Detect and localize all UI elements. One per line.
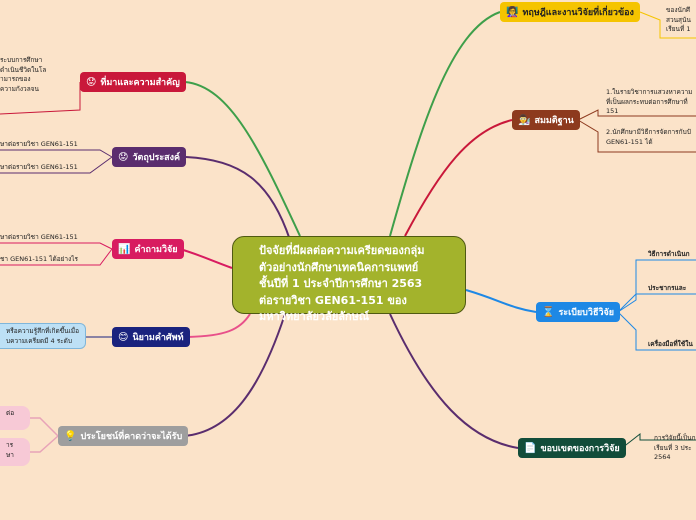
line-to-background — [184, 81, 301, 237]
branch-background-label: ที่มาและความสำคัญ — [100, 78, 180, 88]
definitions-note-1: หรือความรู้สึกที่เกิดขึ้นเมื่อ — [6, 327, 79, 335]
worried-face-icon: 😟 — [118, 151, 129, 163]
hourglass-icon: ⌛ — [542, 306, 555, 318]
methodology-note-2: ประชากรและ — [648, 284, 687, 292]
background-note-1: ระบบการศึกษา — [0, 56, 43, 64]
branch-hypothesis-label: สมมติฐาน — [534, 116, 574, 126]
methodology-note-1: วิธีการดำเนินก — [648, 250, 690, 258]
scope-notes: การวิจัยนี้เป็นก เรียนที่ 3 ประ 2564 — [654, 434, 696, 463]
branch-background[interactable]: 😟 ที่มาและความสำคัญ — [80, 72, 186, 92]
benefits-note-box-1: ต่อ — [0, 406, 30, 430]
central-topic-line-2: ตัวอย่างนักศึกษาเทคนิคการแพทย์ — [259, 260, 419, 274]
line-to-objectives — [185, 156, 291, 241]
line-scope-leaf — [621, 432, 696, 449]
branch-objectives[interactable]: 😟 วัตถุประสงค์ — [112, 147, 187, 167]
questions-note-2: ชา GEN61-151 ได้อย่างไร — [0, 255, 79, 263]
objectives-note-1: ษาต่อรายวิชา GEN61-151 — [0, 140, 78, 148]
line-benefits-leaf-1 — [30, 417, 59, 437]
branch-benefits[interactable]: 💡 ประโยชน์ที่คาดว่าจะได้รับ — [58, 426, 189, 446]
line-questions-leaf-1 — [0, 242, 113, 250]
branch-methodology[interactable]: ⌛ ระเบียบวิธีวิจัย — [536, 302, 621, 322]
definitions-note-2: บความเครียดมี 4 ระดับ — [6, 337, 73, 345]
benefits-note-box-2: าร ษา — [0, 438, 30, 466]
question-chart-icon: 📊 — [118, 243, 131, 255]
line-methodology-leaf-1 — [617, 259, 696, 313]
teacher-icon: 👩‍🏫 — [506, 6, 519, 18]
theory-note-1: ของนักศึ — [666, 6, 691, 14]
line-theory-leaf — [639, 11, 696, 39]
line-to-benefits — [183, 313, 286, 437]
methodology-note-3: เครื่องมือที่ใช้ใน — [648, 340, 693, 348]
background-note-3: ามารถของ — [0, 75, 31, 83]
branch-benefits-label: ประโยชน์ที่คาดว่าจะได้รับ — [80, 432, 183, 442]
line-hypothesis-leaf-2 — [577, 119, 696, 153]
hypothesis-notes-2: 2.นักศึกษามีวิธีการจัดการกับปั GEN61-151… — [606, 128, 691, 147]
background-note-4: ความกังวลจน — [0, 84, 39, 93]
central-topic-line-4: ต่อรายวิชา GEN61-151 ของ — [259, 293, 407, 307]
branch-methodology-label: ระเบียบวิธีวิจัย — [558, 308, 615, 318]
central-topic-line-1: ปัจจัยที่มีผลต่อความเครียดของกลุ่ม — [259, 244, 425, 257]
hypothesis-note-5: GEN61-151 ได้ — [606, 137, 653, 146]
central-topic-line-3: ชั้นปีที่ 1 ประจำปีการศึกษา 2563 — [259, 277, 423, 290]
line-to-definitions — [187, 313, 251, 338]
objectives-note-2: ษาต่อรายวิชา GEN61-151 — [0, 163, 78, 171]
branch-theory-label: ทฤษฎีและงานวิจัยที่เกี่ยวข้อง — [522, 8, 634, 18]
line-to-scope — [389, 313, 519, 449]
line-objectives-leaf-1 — [0, 149, 113, 158]
branch-scope-label: ขอบเขตของการวิจัย — [540, 444, 620, 454]
hypothesis-note-1: 1.ในรายวิชาการแสวงหาความ — [606, 88, 693, 96]
smile-face-icon: 😊 — [118, 331, 129, 343]
line-methodology-leaf-3 — [617, 311, 696, 351]
sad-face-icon: 😟 — [86, 76, 97, 88]
branch-questions[interactable]: 📊 คำถามวิจัย — [112, 239, 184, 259]
theory-notes: ของนักศึ สวนสุนัน เรียนที่ 1 — [666, 6, 691, 35]
hypothesis-note-3: 151 — [606, 107, 619, 115]
scope-note-3: 2564 — [654, 453, 671, 461]
central-topic[interactable]: ปัจจัยที่มีผลต่อความเครียดของกลุ่ม ตัวอย… — [232, 236, 466, 323]
central-topic-line-5: มหาวิทยาลัยวลัยลักษณ์ — [259, 310, 370, 323]
branch-scope[interactable]: 📄 ขอบเขตของการวิจัย — [518, 438, 626, 458]
line-questions-leaf-2 — [0, 248, 113, 266]
branch-definitions[interactable]: 😊 นิยามคำศัพท์ — [112, 327, 190, 347]
scientist-icon: 👨‍🔬 — [518, 114, 531, 126]
benefits-note-3: ษา — [6, 451, 14, 459]
theory-note-3: เรียนที่ 1 — [666, 25, 691, 33]
lightbulb-icon: 💡 — [64, 430, 77, 442]
line-objectives-leaf-2 — [0, 156, 113, 174]
branch-questions-label: คำถามวิจัย — [134, 245, 178, 255]
line-to-hypothesis — [404, 119, 513, 237]
line-to-questions — [179, 248, 233, 269]
line-to-theory — [389, 11, 501, 237]
benefits-note-2: าร — [6, 441, 14, 449]
theory-note-2: สวนสุนัน — [666, 15, 691, 24]
definitions-note-box: หรือความรู้สึกที่เกิดขึ้นเมื่อ บความเครี… — [0, 323, 86, 349]
hypothesis-note-2: ที่เป็นผลกระทบต่อการศึกษาที่ — [606, 97, 688, 106]
branch-definitions-label: นิยามคำศัพท์ — [132, 333, 184, 343]
branch-hypothesis[interactable]: 👨‍🔬 สมมติฐาน — [512, 110, 580, 130]
questions-note-1: ษาต่อรายวิชา GEN61-151 — [0, 233, 78, 241]
line-benefits-leaf-2 — [30, 435, 59, 453]
line-background-leaf — [0, 82, 81, 115]
scope-note-1: การวิจัยนี้เป็นก — [654, 434, 696, 442]
hypothesis-notes-1: 1.ในรายวิชาการแสวงหาความ ที่เป็นผลกระทบต… — [606, 88, 692, 117]
benefits-note-1: ต่อ — [6, 409, 15, 417]
line-methodology-leaf-2 — [617, 293, 696, 313]
scope-note-2: เรียนที่ 3 ประ — [654, 443, 692, 452]
background-note-2: ดำเนินชีวิตในโล — [0, 65, 47, 74]
background-notes: ระบบการศึกษา ดำเนินชีวิตในโล ามารถของ คว… — [0, 56, 46, 94]
line-to-methodology — [465, 289, 537, 313]
hypothesis-note-4: 2.นักศึกษามีวิธีการจัดการกับปั — [606, 128, 691, 136]
branch-theory[interactable]: 👩‍🏫 ทฤษฎีและงานวิจัยที่เกี่ยวข้อง — [500, 2, 640, 22]
document-icon: 📄 — [524, 442, 537, 454]
line-hypothesis-leaf-1 — [577, 109, 696, 121]
branch-objectives-label: วัตถุประสงค์ — [132, 153, 181, 163]
